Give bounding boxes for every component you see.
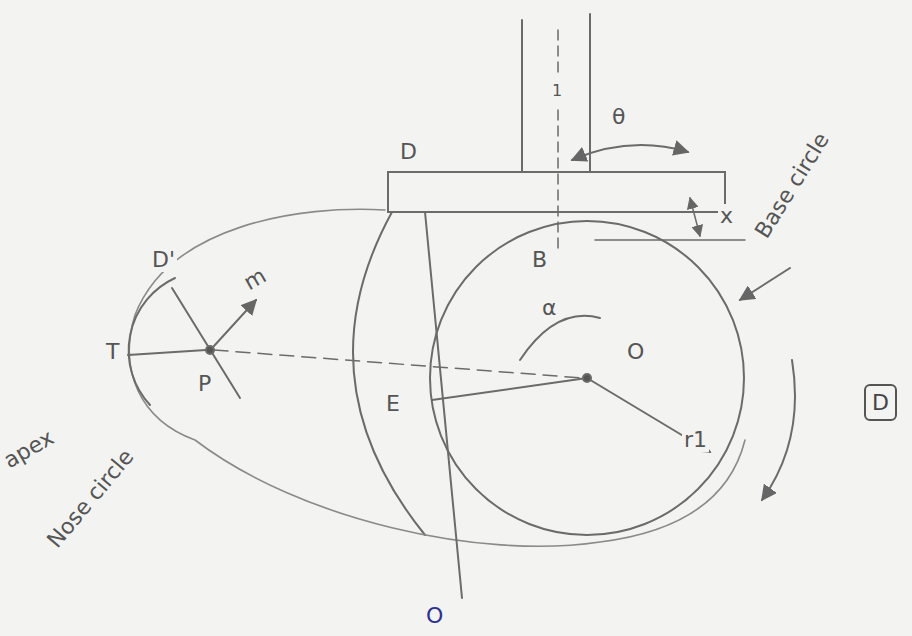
point-label: O bbox=[424, 604, 445, 628]
callout-number: 1 bbox=[550, 82, 564, 100]
boxed-label: D bbox=[864, 384, 897, 421]
point-label: B bbox=[530, 248, 549, 272]
angle-label: θ bbox=[610, 105, 627, 129]
point-label: E bbox=[384, 392, 402, 416]
node-text: D bbox=[866, 386, 895, 419]
point-label: D bbox=[398, 140, 419, 164]
point-label: m bbox=[238, 263, 272, 297]
point-label: T bbox=[104, 340, 121, 364]
point-label: D' bbox=[150, 248, 177, 272]
point-label: P bbox=[196, 372, 213, 396]
part-name: apex bbox=[0, 424, 60, 474]
part-name: Base circle bbox=[749, 127, 835, 244]
part-name: Nose circle bbox=[41, 443, 140, 554]
point-label: O bbox=[625, 340, 646, 364]
angle-label: α bbox=[540, 296, 559, 320]
dimension-label: r1 bbox=[682, 428, 709, 452]
dimension-label: x bbox=[718, 204, 735, 228]
